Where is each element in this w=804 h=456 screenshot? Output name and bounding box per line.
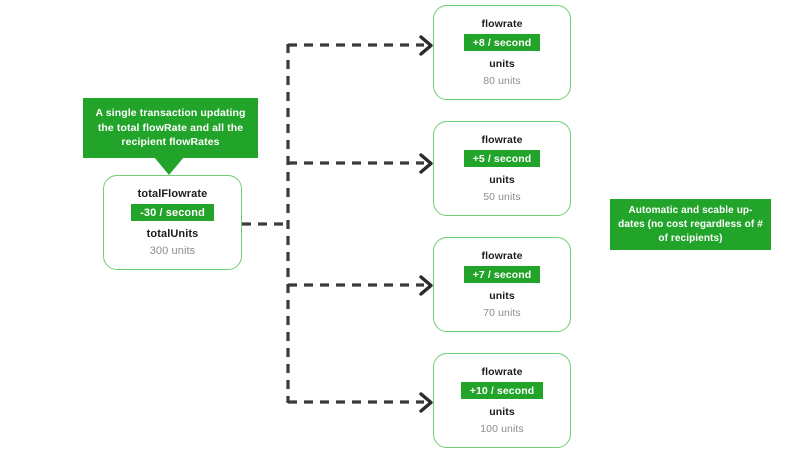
total-flowrate-value: -30 / second: [131, 204, 214, 221]
recipient-card-1[interactable]: flowrate +8 / second units 80 units: [433, 5, 571, 100]
scalability-note: Automatic and scable up-dates (no cost r…: [610, 199, 771, 250]
transaction-callout-text: A single transaction updating the total …: [95, 107, 246, 149]
recipient-units-label: units: [489, 174, 515, 186]
recipient-flowrate-value: +7 / second: [463, 266, 541, 283]
recipient-flowrate-label: flowrate: [481, 134, 523, 146]
total-units-value: 300 units: [149, 245, 196, 257]
arrowhead-4: [419, 392, 433, 413]
recipient-units-label: units: [489, 406, 515, 418]
recipient-units-label: units: [489, 58, 515, 70]
recipient-flowrate-value: +8 / second: [463, 34, 541, 51]
recipient-card-2[interactable]: flowrate +5 / second units 50 units: [433, 121, 571, 216]
recipient-card-3[interactable]: flowrate +7 / second units 70 units: [433, 237, 571, 332]
recipient-units-value: 100 units: [480, 423, 524, 435]
total-flowrate-label: totalFlowrate: [137, 188, 208, 200]
recipient-units-label: units: [489, 290, 515, 302]
recipient-flowrate-label: flowrate: [481, 366, 523, 378]
arrowhead-2: [419, 153, 433, 174]
arrowhead-1: [419, 35, 433, 56]
callout-tail-icon: [154, 157, 184, 175]
scalability-note-text: Automatic and scable up-dates (no cost r…: [618, 204, 763, 244]
recipient-units-value: 70 units: [483, 307, 521, 319]
recipient-units-value: 50 units: [483, 191, 521, 203]
transaction-callout: A single transaction updating the total …: [83, 98, 258, 158]
recipient-flowrate-label: flowrate: [481, 250, 523, 262]
recipient-flowrate-value: +10 / second: [460, 382, 544, 399]
recipient-flowrate-label: flowrate: [481, 18, 523, 30]
recipient-card-4[interactable]: flowrate +10 / second units 100 units: [433, 353, 571, 448]
recipient-units-value: 80 units: [483, 75, 521, 87]
arrowhead-3: [419, 275, 433, 296]
total-units-label: totalUnits: [146, 228, 199, 240]
recipient-flowrate-value: +5 / second: [463, 150, 541, 167]
total-flowrate-card[interactable]: totalFlowrate -30 / second totalUnits 30…: [103, 175, 242, 270]
